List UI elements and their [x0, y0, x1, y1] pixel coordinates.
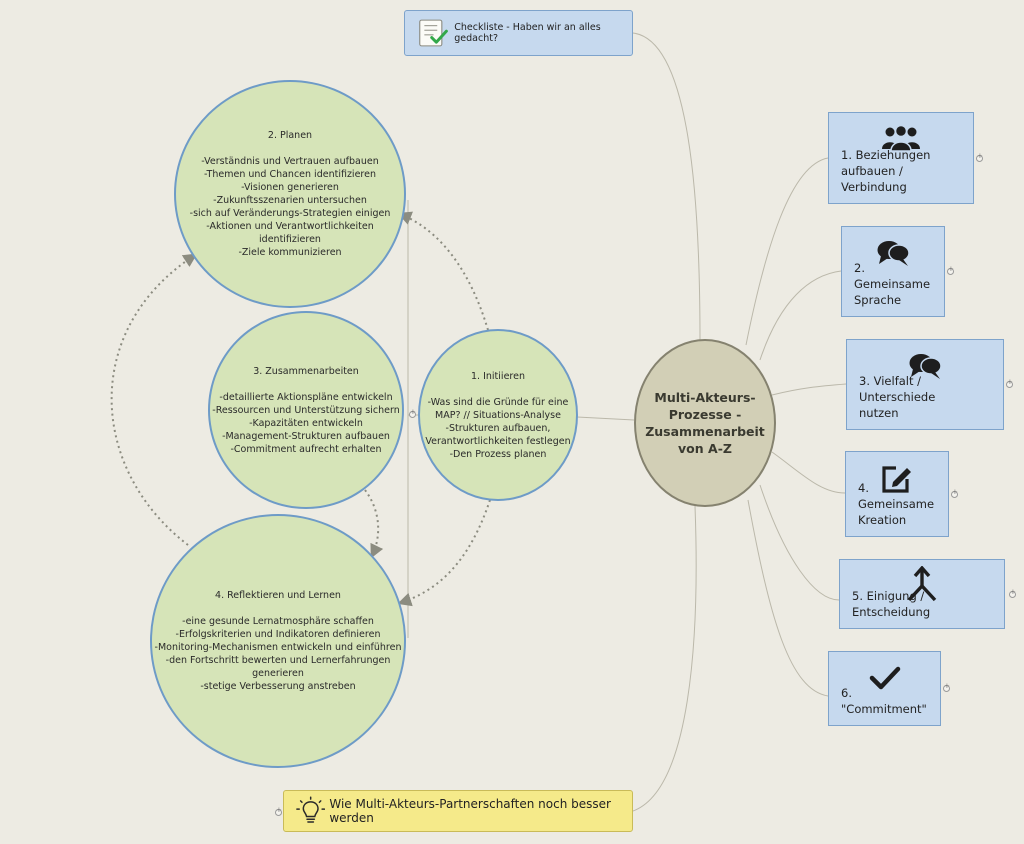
cycle-arrow-reflektieren-planen: [110, 253, 198, 546]
edit-icon: [846, 464, 948, 493]
topic-label: nutzen: [859, 406, 899, 420]
phase-line: -detaillierte Aktionspläne entwickeln: [219, 391, 393, 403]
expand-toggle[interactable]: [275, 806, 282, 816]
topic-kreation[interactable]: 4. Gemeinsame Kreation: [845, 451, 949, 537]
phase-zusammenarbeiten[interactable]: 3. Zusammenarbeiten -detaillierte Aktion…: [208, 311, 404, 509]
expand-toggle[interactable]: [943, 682, 950, 692]
phase-line: Verantwortlichkeiten festlegen: [425, 435, 571, 447]
phase-line: -den Fortschritt bewerten und Lernerfahr…: [165, 655, 391, 666]
phase-title: 2. Planen: [267, 130, 313, 141]
topic-label: Kreation: [858, 513, 907, 527]
phase-line: -Strukturen aufbauen,: [445, 422, 551, 434]
link-central-tip: [632, 505, 697, 812]
phase-line: -eine gesunde Lernatmosphäre schaffen: [182, 616, 374, 627]
central-line: Prozesse -: [668, 407, 742, 422]
phase-line: -Management-Strukturen aufbauen: [222, 430, 390, 442]
topic-beziehungen[interactable]: 1. Beziehungen aufbauen / Verbindung: [828, 112, 974, 204]
link-central-checklist: [632, 32, 701, 342]
topic-label: 1. Beziehungen: [841, 148, 931, 162]
people-group-icon: [829, 125, 973, 153]
topic-label: 3. Vielfalt / Unterschiede: [859, 374, 936, 404]
phase-line: -sich auf Veränderungs-Strategien einige…: [189, 208, 391, 219]
link-central-topic-3: [771, 383, 847, 396]
phase-title: 4. Reflektieren und Lernen: [215, 590, 341, 601]
topic-einigung[interactable]: 5. Einigung / Entscheidung: [839, 559, 1005, 629]
central-line: Multi-Akteurs-: [654, 390, 756, 405]
topic-label: 6. "Commitment": [841, 686, 927, 716]
phase-line: -Ressourcen und Unterstützung sichern: [212, 404, 400, 416]
phase-line: -stetige Verbesserung anstreben: [200, 681, 356, 692]
link-central-topic-6: [747, 499, 829, 697]
phase-line: -Visionen generieren: [241, 182, 339, 193]
phase-line: -Commitment aufrecht erhalten: [230, 443, 382, 455]
link-central-topic-1: [745, 157, 829, 346]
phase-line: -Kapazitäten entwickeln: [249, 417, 363, 429]
link-central-topic-2: [759, 270, 842, 361]
topic-sprache[interactable]: 2. Gemeinsame Sprache: [841, 226, 945, 317]
tip-topic[interactable]: Wie Multi-Akteurs-Partnerschaften noch b…: [283, 790, 633, 832]
speech-bubbles-icon: [842, 239, 944, 267]
central-line: Zusammenarbeit: [645, 424, 765, 439]
phase-line: -Den Prozess planen: [449, 448, 547, 460]
central-line: von A-Z: [678, 441, 732, 456]
topic-label: 5. Einigung / Entscheidung: [852, 589, 931, 619]
phase-line: -Erfolgskriterien und Indikatoren defini…: [175, 629, 381, 640]
cycle-arrow-zusammenarbeiten-reflektieren: [364, 489, 384, 559]
expand-toggle[interactable]: [947, 265, 954, 275]
central-topic[interactable]: Multi-Akteurs- Prozesse - Zusammenarbeit…: [634, 339, 776, 507]
checklist-label: Checkliste - Haben wir an alles gedacht?: [454, 22, 601, 44]
checklist-icon: [419, 19, 448, 47]
topic-label: Sprache: [854, 293, 902, 307]
link-initiieren-planen: [407, 200, 420, 416]
link-initiieren-reflektieren: [407, 414, 420, 638]
link-central-topic-4: [771, 451, 846, 494]
expand-toggle[interactable]: [976, 152, 983, 162]
phase-line: generieren: [252, 668, 304, 679]
speech-bubbles-icon: [847, 352, 1003, 380]
phase-reflektieren[interactable]: 4. Reflektieren und Lernen -eine gesunde…: [150, 514, 406, 768]
link-central-initiieren: [576, 416, 635, 421]
expand-toggle[interactable]: [1009, 588, 1016, 598]
checkmark-icon: [829, 666, 940, 694]
checklist-topic[interactable]: Checkliste - Haben wir an alles gedacht?: [404, 10, 633, 56]
phase-line: -Verständnis und Vertrauen aufbauen: [201, 156, 379, 167]
phase-initiieren[interactable]: 1. Initiieren -Was sind die Gründe für e…: [418, 329, 578, 501]
topic-commitment[interactable]: 6. "Commitment": [828, 651, 941, 726]
phase-title: 3. Zusammenarbeiten: [253, 365, 359, 377]
tip-label: Wie Multi-Akteurs-Partnerschaften noch b…: [329, 797, 611, 825]
merge-arrow-icon: [840, 566, 1004, 602]
phase-line: -Zukunftsszenarien untersuchen: [213, 195, 367, 206]
phase-line: -Monitoring-Mechanismen entwickeln und e…: [154, 642, 402, 653]
phase-line: -Ziele kommunizieren: [238, 247, 342, 258]
phase-line: -Was sind die Gründe für eine: [427, 396, 569, 408]
phase-line: -Themen und Chancen identifizieren: [204, 169, 376, 180]
link-central-topic-5: [759, 484, 840, 601]
lightbulb-icon: [296, 796, 326, 823]
phase-planen[interactable]: 2. Planen -Verständnis und Vertrauen auf…: [174, 80, 406, 308]
cycle-arrow-initiieren-reflektieren: [397, 499, 491, 607]
topic-label: aufbauen / Verbindung: [841, 164, 907, 194]
topic-vielfalt[interactable]: 3. Vielfalt / Unterschiede nutzen: [846, 339, 1004, 430]
expand-toggle[interactable]: [951, 488, 958, 498]
phase-line: -Aktionen und Verantwortlichkeiten: [206, 221, 374, 232]
expand-toggle[interactable]: [1006, 378, 1013, 388]
collapse-toggle[interactable]: [409, 408, 416, 418]
topic-label: 2. Gemeinsame: [854, 261, 931, 291]
phase-line: identifizieren: [259, 234, 321, 245]
cycle-arrow-initiieren-planen: [397, 211, 489, 331]
phase-title: 1. Initiieren: [471, 370, 525, 382]
topic-label: 4. Gemeinsame: [858, 481, 935, 511]
phase-line: MAP? // Situations-Analyse: [435, 409, 561, 421]
